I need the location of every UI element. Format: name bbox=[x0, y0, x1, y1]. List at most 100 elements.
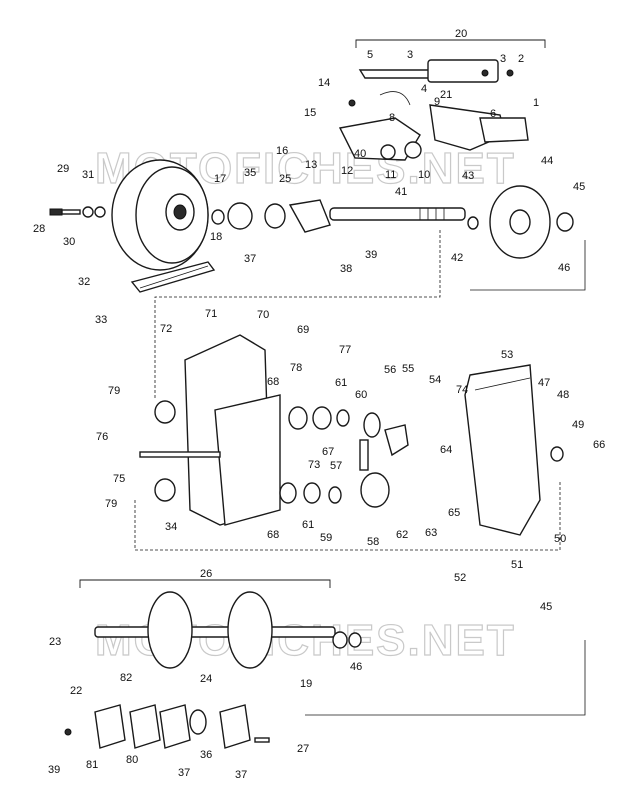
callout-label: 22 bbox=[70, 685, 82, 697]
callout-label: 61 bbox=[302, 519, 314, 531]
callout-label: 65 bbox=[448, 507, 460, 519]
callout-label: 67 bbox=[322, 446, 334, 458]
callout-label: 45 bbox=[540, 601, 552, 613]
callout-label: 43 bbox=[462, 170, 474, 182]
callout-label: 52 bbox=[454, 572, 466, 584]
callout-label: 62 bbox=[396, 529, 408, 541]
callout-label: 15 bbox=[304, 107, 316, 119]
callout-label: 57 bbox=[330, 460, 342, 472]
callout-label: 3 bbox=[500, 53, 506, 65]
callout-label: 24 bbox=[200, 673, 212, 685]
callout-label: 55 bbox=[402, 363, 414, 375]
group-label-20: 20 bbox=[455, 28, 467, 40]
callout-label: 77 bbox=[339, 344, 351, 356]
callout-label: 46 bbox=[350, 661, 362, 673]
callout-label: 2 bbox=[518, 53, 524, 65]
drive-belt bbox=[130, 261, 216, 293]
chaincase-cover bbox=[464, 364, 564, 536]
callout-label: 34 bbox=[165, 521, 177, 533]
callout-label: 30 bbox=[63, 236, 75, 248]
lever-assembly bbox=[338, 59, 529, 161]
drive-pulley bbox=[111, 159, 209, 271]
callout-label: 5 bbox=[367, 49, 373, 61]
callout-label: 75 bbox=[113, 473, 125, 485]
callout-label: 41 bbox=[395, 186, 407, 198]
callout-label: 23 bbox=[49, 636, 61, 648]
dashed-boundary bbox=[134, 230, 586, 716]
group-bracket-20: 20 bbox=[355, 28, 546, 48]
callout-label: 61 bbox=[335, 377, 347, 389]
callout-label: 14 bbox=[318, 77, 330, 89]
group-bracket-26: 26 bbox=[79, 568, 331, 588]
callout-label: 73 bbox=[308, 459, 320, 471]
callout-label: 42 bbox=[451, 252, 463, 264]
callout-label: 33 bbox=[95, 314, 107, 326]
callout-label: 36 bbox=[200, 749, 212, 761]
callout-label: 44 bbox=[541, 155, 553, 167]
callout-label: 37 bbox=[178, 767, 190, 779]
callout-label: 29 bbox=[57, 163, 69, 175]
callout-label: 54 bbox=[429, 374, 441, 386]
callout-label: 46 bbox=[558, 262, 570, 274]
callout-label: 68 bbox=[267, 376, 279, 388]
chaincase-internals bbox=[279, 406, 409, 508]
callout-label: 4 bbox=[421, 83, 427, 95]
callout-label: 82 bbox=[120, 672, 132, 684]
callout-label: 51 bbox=[511, 559, 523, 571]
jackshaft bbox=[329, 207, 466, 221]
callout-label: 16 bbox=[276, 145, 288, 157]
callout-label: 74 bbox=[456, 384, 468, 396]
callout-label: 80 bbox=[126, 754, 138, 766]
callout-label: 39 bbox=[365, 249, 377, 261]
group-label-26: 26 bbox=[200, 568, 212, 580]
callout-label: 81 bbox=[86, 759, 98, 771]
callout-label: 63 bbox=[425, 527, 437, 539]
callout-label: 1 bbox=[533, 97, 539, 109]
callout-label: 28 bbox=[33, 223, 45, 235]
callout-label: 79 bbox=[105, 498, 117, 510]
callout-label: 37 bbox=[235, 769, 247, 781]
callout-label: 38 bbox=[340, 263, 352, 275]
callout-label: 25 bbox=[279, 173, 291, 185]
callout-label: 32 bbox=[78, 276, 90, 288]
callout-label: 12 bbox=[341, 165, 353, 177]
callout-label: 79 bbox=[108, 385, 120, 397]
callout-label: 35 bbox=[244, 167, 256, 179]
callout-label: 47 bbox=[538, 377, 550, 389]
callout-label: 8 bbox=[389, 112, 395, 124]
callout-label: 76 bbox=[96, 431, 108, 443]
callout-label: 50 bbox=[554, 533, 566, 545]
callout-label: 37 bbox=[244, 253, 256, 265]
callout-label: 68 bbox=[267, 529, 279, 541]
callout-label: 9 bbox=[434, 96, 440, 108]
callout-label: 48 bbox=[557, 389, 569, 401]
callout-label: 78 bbox=[290, 362, 302, 374]
callout-label: 13 bbox=[305, 159, 317, 171]
callout-label: 56 bbox=[384, 364, 396, 376]
callout-label: 69 bbox=[297, 324, 309, 336]
drive-axle bbox=[94, 591, 362, 669]
callout-label: 70 bbox=[257, 309, 269, 321]
callout-label: 21 bbox=[440, 89, 452, 101]
bearing-flanges bbox=[64, 704, 270, 749]
callout-label: 18 bbox=[210, 231, 222, 243]
callout-label: 19 bbox=[300, 678, 312, 690]
callout-label: 3 bbox=[407, 49, 413, 61]
callout-label: 40 bbox=[354, 148, 366, 160]
callout-label: 27 bbox=[297, 743, 309, 755]
callout-label: 39 bbox=[48, 764, 60, 776]
pulley-hardware bbox=[49, 199, 331, 233]
callout-label: 49 bbox=[572, 419, 584, 431]
callout-label: 72 bbox=[160, 323, 172, 335]
callout-label: 53 bbox=[501, 349, 513, 361]
callout-label: 6 bbox=[490, 108, 496, 120]
callout-label: 66 bbox=[593, 439, 605, 451]
callout-label: 71 bbox=[205, 308, 217, 320]
callout-label: 58 bbox=[367, 536, 379, 548]
chaincase-housing bbox=[139, 334, 281, 526]
callout-label: 10 bbox=[418, 169, 430, 181]
callout-label: 31 bbox=[82, 169, 94, 181]
callout-label: 11 bbox=[385, 169, 396, 181]
callout-label: 45 bbox=[573, 181, 585, 193]
